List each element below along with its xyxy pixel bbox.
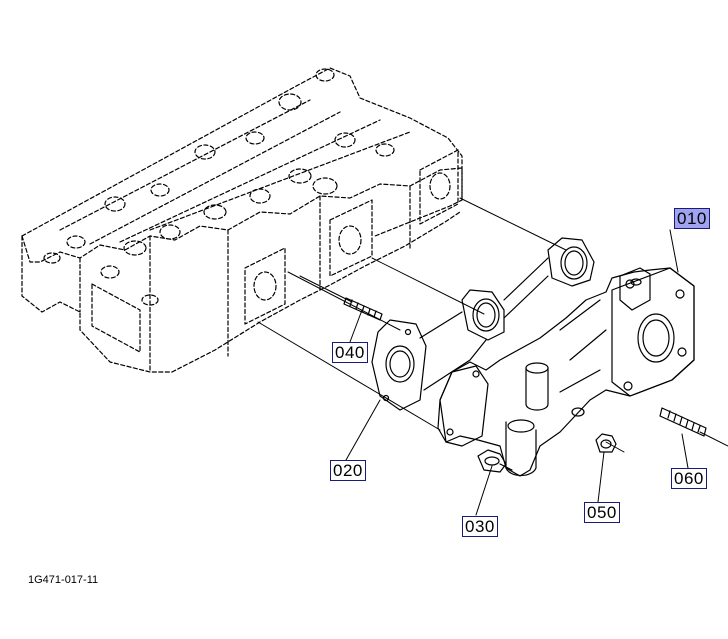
callout-leaders xyxy=(345,229,689,516)
stud-060 xyxy=(659,407,707,437)
nut-050 xyxy=(595,433,617,453)
bolt-030 xyxy=(477,449,513,473)
exhaust-manifold xyxy=(437,267,695,477)
alignment-lines xyxy=(257,197,728,453)
callout-030[interactable]: 030 xyxy=(462,516,498,537)
cylinder-head xyxy=(21,67,463,373)
callout-050[interactable]: 050 xyxy=(584,502,620,523)
gasket-group xyxy=(371,237,595,411)
callout-060[interactable]: 060 xyxy=(671,468,707,489)
callout-010[interactable]: 010 xyxy=(674,208,710,229)
figure-id: 1G471-017-11 xyxy=(28,574,99,586)
callout-020[interactable]: 020 xyxy=(330,460,366,481)
stud-040 xyxy=(343,297,383,321)
callout-040[interactable]: 040 xyxy=(332,342,368,363)
